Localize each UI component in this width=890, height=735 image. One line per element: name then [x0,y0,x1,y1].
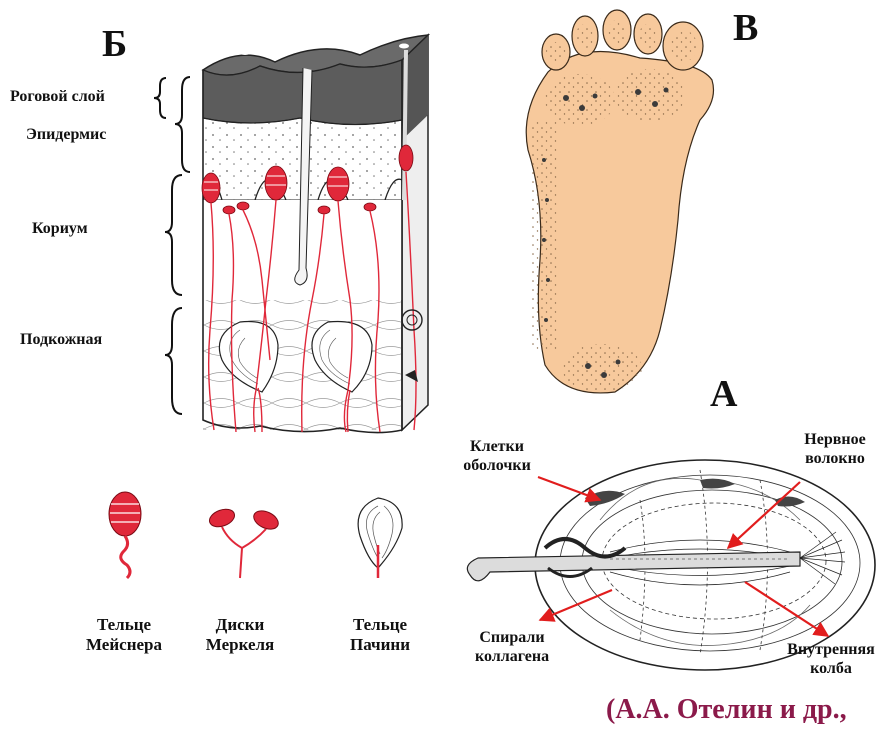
caption-merkel-line2: Меркеля [190,635,290,655]
callout-nerve-fiber-line2: волокно [790,449,880,468]
callout-collagen-spirals-line2: коллагена [462,647,562,666]
caption-meissner: Тельце Мейснера [74,615,174,656]
callout-capsule-cells-line1: Клетки [452,437,542,456]
caption-pacini-line2: Пачини [330,635,430,655]
layer-brackets [154,77,190,414]
panel-label-b: Б [102,22,127,68]
meissner-corpuscle-in-skin [265,166,287,200]
pacini-corpuscle-icon [358,498,402,578]
meissner-corpuscle-icon [109,492,141,578]
label-epidermis: Эпидермис [26,125,106,144]
caption-pacini: Тельце Пачини [330,615,430,656]
caption-merkel-line1: Диски [190,615,290,635]
caption-merkel: Диски Меркеля [190,615,290,656]
foot-sole-diagram [526,10,713,393]
caption-pacini-line1: Тельце [330,615,430,635]
callout-nerve-fiber: Нервное волокно [790,430,880,468]
label-stratum-corneum: Роговой слой [10,87,105,106]
label-subcutaneous: Подкожная [20,330,102,349]
panel-label-v: В [733,6,758,52]
skin-block-diagram [202,35,428,433]
label-corium: Кориум [32,219,88,238]
callout-collagen-spirals-line1: Спирали [462,628,562,647]
caption-meissner-line2: Мейснера [74,635,174,655]
callout-capsule-cells-line2: оболочки [452,456,542,475]
meissner-corpuscle-in-skin [202,173,220,203]
merkel-discs-icon [207,506,281,578]
citation: (А.А. Отелин и др., [606,694,847,726]
meissner-corpuscle-in-skin [327,167,349,201]
caption-meissner-line1: Тельце [74,615,174,635]
callout-inner-bulb-line1: Внутренняя [778,640,884,659]
callout-nerve-fiber-line1: Нервное [790,430,880,449]
callout-capsule-cells: Клетки оболочки [452,437,542,475]
callout-inner-bulb: Внутренняя колба [778,640,884,678]
panel-label-a: А [710,372,737,418]
callout-inner-bulb-line2: колба [778,659,884,678]
callout-collagen-spirals: Спирали коллагена [462,628,562,666]
